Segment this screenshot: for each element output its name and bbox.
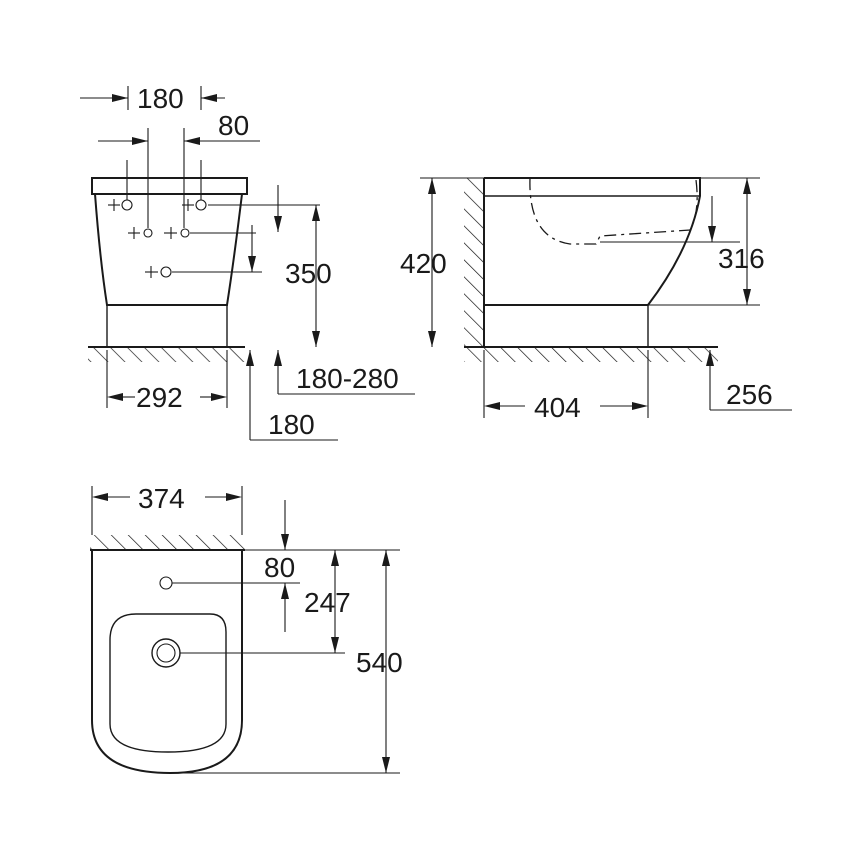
- dim-247: [180, 550, 345, 654]
- dim-540: [170, 550, 400, 774]
- label-374: 374: [138, 483, 185, 514]
- label-292: 292: [136, 382, 183, 413]
- label-404: 404: [534, 392, 581, 423]
- label-540: 540: [356, 647, 403, 678]
- label-256: 256: [726, 379, 773, 410]
- dim-420: [420, 177, 484, 347]
- label-247: 247: [304, 587, 351, 618]
- dim-180-bottom: [246, 350, 338, 441]
- dim-292: [106, 350, 228, 408]
- top-wall: [90, 535, 245, 551]
- label-180-280: 180-280: [296, 363, 399, 394]
- dim-256: [706, 350, 792, 411]
- front-connection-holes: [108, 199, 207, 278]
- dim-180-280: [274, 350, 415, 395]
- side-view: 420 316 404 256: [400, 177, 792, 423]
- dim-180-top: [80, 86, 225, 110]
- top-view: 374 80 247 540: [90, 483, 403, 775]
- side-wall: [464, 178, 485, 347]
- label-80-top: 80: [218, 110, 249, 141]
- front-floor: [88, 346, 245, 362]
- dim-350: [172, 185, 320, 347]
- dim-80-top-view: [172, 500, 400, 632]
- dim-80-top: [98, 128, 260, 228]
- drain-outer: [151, 638, 181, 668]
- drain-inner: [156, 643, 176, 663]
- dim-316: [600, 177, 760, 306]
- front-view: 180 80 350 292 180-280 180: [80, 83, 415, 441]
- label-180-bottom: 180: [268, 409, 315, 440]
- side-bidet-body: [484, 177, 701, 347]
- label-80-top-view: 80: [264, 552, 295, 583]
- dim-404: [483, 350, 649, 418]
- label-180-top: 180: [137, 83, 184, 114]
- label-420: 420: [400, 248, 447, 279]
- tap-hole: [159, 576, 173, 590]
- label-316: 316: [718, 243, 765, 274]
- front-bidet-body: [91, 177, 248, 347]
- dim-374: [91, 486, 243, 535]
- side-floor: [464, 346, 718, 362]
- label-350: 350: [285, 258, 332, 289]
